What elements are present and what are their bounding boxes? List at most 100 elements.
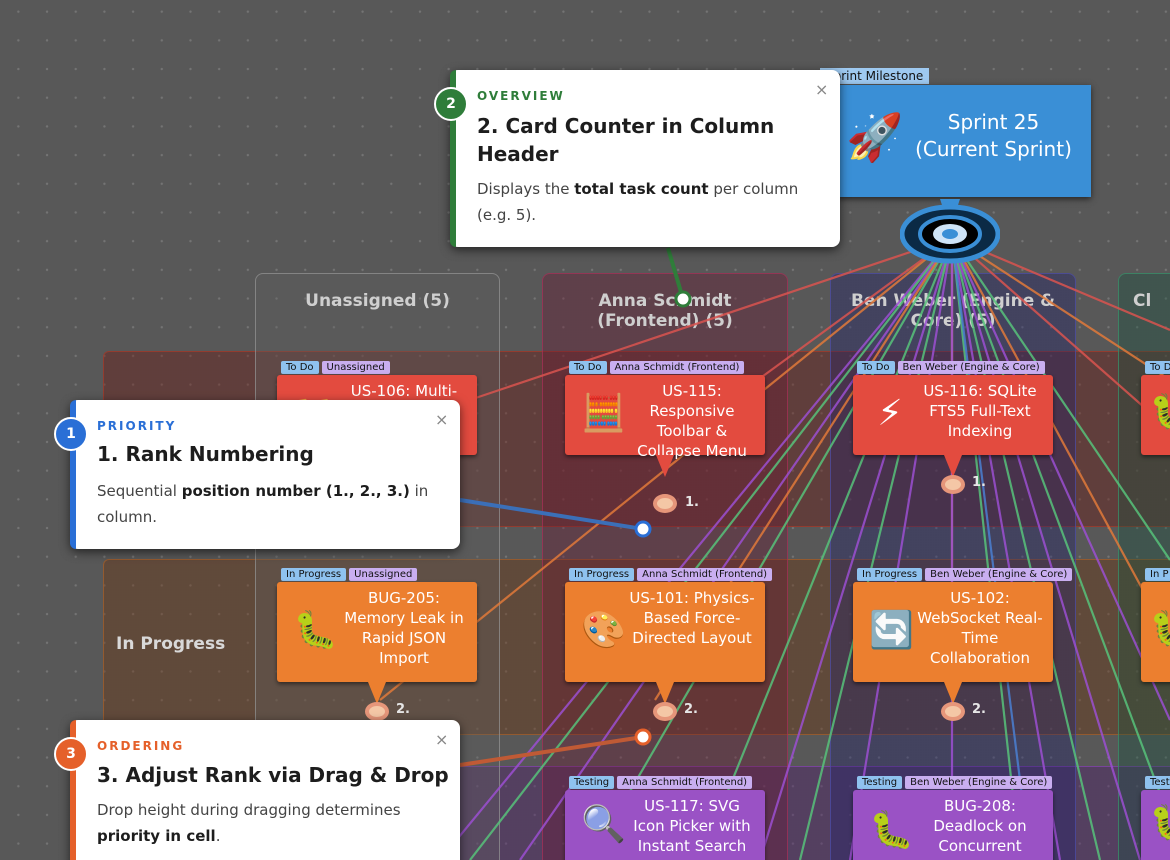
card-tags: To Do Anna Schmidt (Frontend)	[569, 361, 745, 374]
rank-anchor[interactable]	[941, 475, 965, 494]
status-badge: Test	[1145, 776, 1170, 789]
lightning-icon: ⚡	[877, 393, 903, 434]
dependency-line	[469, 237, 953, 860]
assignee-badge: Anna Schmidt (Frontend)	[637, 568, 773, 581]
status-badge: To Do	[857, 361, 895, 374]
task-card[interactable]: 🐛 BUG-205: Memory Leak in Rapid JSON Imp…	[277, 582, 477, 682]
dependency-line	[589, 237, 953, 860]
task-card[interactable]: 🐛	[1141, 790, 1170, 860]
column-title: Cl	[1133, 291, 1152, 311]
tip-body: Sequential position number (1., 2., 3.) …	[97, 482, 429, 526]
dependency-line	[950, 237, 1170, 821]
task-card[interactable]: 🐛	[1141, 375, 1170, 455]
status-badge: In Progress	[281, 568, 347, 581]
dependency-line	[950, 237, 1102, 860]
dependency-line	[519, 237, 953, 860]
dependency-line	[698, 237, 954, 860]
card-title: US-116: SQLite FTS5 Full-Text Indexing	[923, 382, 1037, 440]
task-card[interactable]: ⚡ US-116: SQLite FTS5 Full-Text Indexing	[853, 375, 1053, 455]
dependency-line	[409, 236, 953, 422]
card-title: US-117: SVG Icon Picker with Instant Sea…	[633, 797, 751, 855]
tip-rank-numbering: 1 PRIORITY × 1. Rank Numbering Sequentia…	[54, 400, 460, 549]
milestone-card[interactable]: 🚀 Sprint 25 (Current Sprint)	[836, 85, 1091, 197]
rank-anchor[interactable]	[365, 702, 389, 721]
bug-icon: 🐛	[1149, 393, 1170, 435]
tip-number: 2	[434, 87, 468, 121]
card-tags: Testing Ben Weber (Engine & Core)	[857, 776, 1053, 789]
sync-icon: 🔄	[869, 610, 914, 651]
dependency-line	[950, 237, 1062, 860]
card-title: BUG-205: Memory Leak in Rapid JSON Impor…	[344, 589, 464, 667]
dependency-line	[951, 237, 1170, 381]
status-badge: In Progress	[857, 568, 923, 581]
assignee-badge: Ben Weber (Engine & Core)	[925, 568, 1073, 581]
tip-title: 2. Card Counter in Column Header	[477, 114, 775, 166]
task-card[interactable]: 🐛 BUG-208: Deadlock on Concurrent	[853, 790, 1053, 860]
rocket-icon: 🚀	[846, 110, 904, 164]
close-icon[interactable]: ×	[435, 730, 449, 749]
milestone-title: Sprint 25 (Current Sprint)	[915, 110, 1072, 161]
assignee-badge: Ben Weber (Engine & Core)	[905, 776, 1053, 789]
dependency-line	[950, 237, 1032, 860]
dependency-line	[848, 237, 954, 860]
status-badge: To Do	[281, 361, 319, 374]
task-card[interactable]: 🐛	[1141, 582, 1170, 682]
tip-card-counter: 2 OVERVIEW × 2. Card Counter in Column H…	[434, 70, 840, 247]
assignee-badge: Anna Schmidt (Frontend)	[609, 361, 745, 374]
card-title: BUG-208: Deadlock on Concurrent	[933, 797, 1027, 855]
card-tags: In P	[1145, 568, 1170, 581]
rank-anchor[interactable]	[653, 494, 677, 513]
column-title: Unassigned (5)	[305, 291, 450, 311]
tip-kicker: ORDERING	[97, 739, 185, 753]
status-badge: In Progress	[569, 568, 635, 581]
card-tags: Test	[1145, 776, 1170, 789]
tip-accent	[70, 720, 76, 860]
bug-icon: 🐛	[293, 610, 338, 651]
card-pin	[656, 455, 674, 477]
close-icon[interactable]: ×	[435, 410, 449, 429]
dependency-line	[951, 237, 1170, 641]
card-pin	[656, 682, 674, 704]
tip-kicker: OVERVIEW	[477, 89, 565, 103]
milestone-tag: Sprint Milestone	[820, 68, 930, 84]
card-tags: To Do Ben Weber (Engine & Core)	[857, 361, 1045, 374]
close-icon[interactable]: ×	[815, 80, 829, 99]
lane-label-in-progress: In Progress	[116, 634, 226, 654]
card-tags: Testing Anna Schmidt (Frontend)	[569, 776, 753, 789]
milestone-anchor[interactable]	[900, 199, 1000, 265]
status-badge: In P	[1145, 568, 1170, 581]
bug-icon: 🐛	[1149, 804, 1170, 846]
assignee-badge: Unassigned	[349, 568, 418, 581]
card-title: US-101: Physics-Based Force-Directed Lay…	[629, 589, 755, 647]
calculator-icon: 🧮	[581, 393, 626, 434]
card-pin	[944, 455, 962, 477]
task-card[interactable]: 🔍 US-117: SVG Icon Picker with Instant S…	[565, 790, 765, 860]
card-tags: To Do Unassigned	[281, 361, 390, 374]
task-card[interactable]: 🎨 US-101: Physics-Based Force-Directed L…	[565, 582, 765, 682]
rank-number: 1.	[685, 495, 699, 510]
dependency-line	[950, 237, 1170, 721]
card-pin	[944, 682, 962, 704]
bug-icon: 🐛	[869, 810, 914, 851]
tip-drag-drop: 3 ORDERING × 3. Adjust Rank via Drag & D…	[54, 720, 460, 860]
rank-anchor[interactable]	[941, 702, 965, 721]
rank-anchor[interactable]	[653, 702, 677, 721]
column-title: Anna Schmidt (Frontend) (5)	[597, 291, 733, 331]
status-badge: To D	[1145, 361, 1170, 374]
assignee-badge: Anna Schmidt (Frontend)	[617, 776, 753, 789]
card-tags: In Progress Ben Weber (Engine & Core)	[857, 568, 1073, 581]
dependency-line	[951, 237, 1170, 561]
assignee-badge: Ben Weber (Engine & Core)	[897, 361, 1045, 374]
dependency-line	[758, 237, 954, 860]
card-tags: To D	[1145, 361, 1170, 374]
dependency-line	[950, 237, 1022, 860]
tip-title: 1. Rank Numbering	[97, 442, 314, 466]
tip-body: Displays the total task count per column…	[477, 180, 799, 224]
rank-number: 2.	[972, 702, 986, 717]
tip-title: 3. Adjust Rank via Drag & Drop	[97, 763, 449, 787]
task-card[interactable]: 🔄 US-102: WebSocket Real-Time Collaborat…	[853, 582, 1053, 682]
magnifier-icon: 🔍	[581, 804, 626, 845]
tip-kicker: PRIORITY	[97, 419, 177, 433]
card-tags: In Progress Anna Schmidt (Frontend)	[569, 568, 773, 581]
